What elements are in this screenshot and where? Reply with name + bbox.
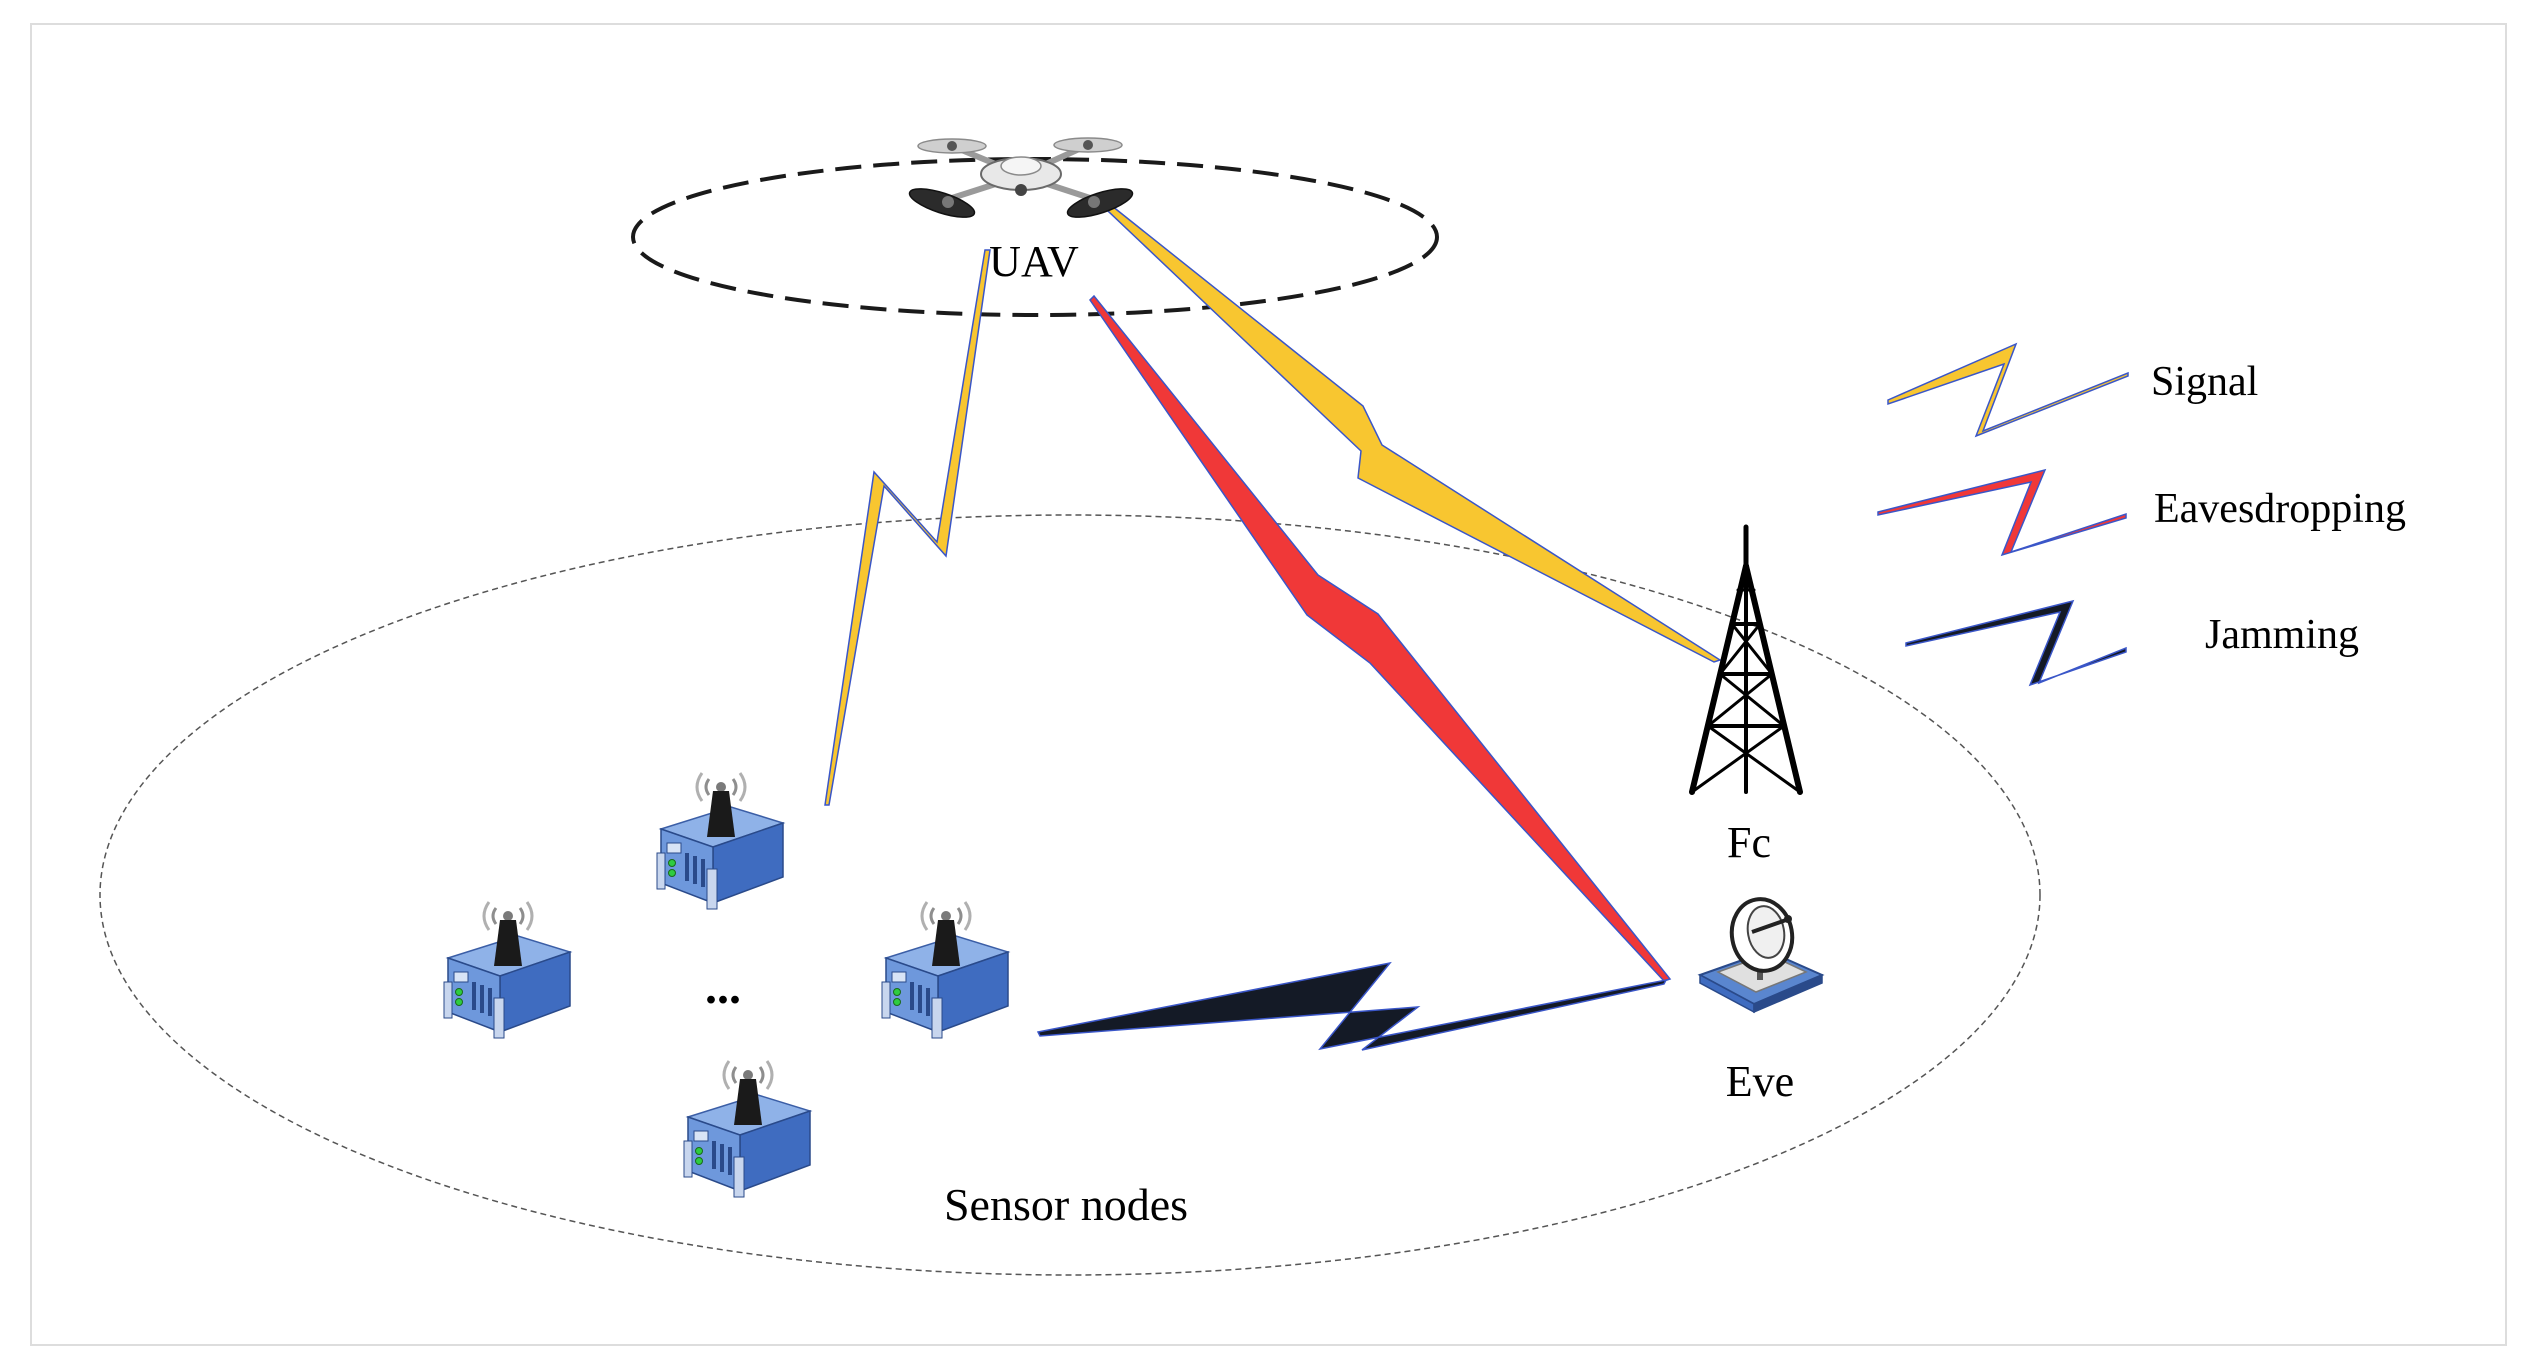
sensor-nodes-label: Sensor nodes — [944, 1179, 1188, 1230]
uav-label: UAV — [989, 237, 1079, 286]
figure-frame — [30, 23, 2507, 1346]
fc-label: Fc — [1727, 818, 1771, 867]
ground-area-ellipse — [99, 514, 2041, 1276]
radio-tower-icon — [1689, 524, 1803, 795]
legend-signal-bolt — [1887, 342, 2129, 438]
drone-icon — [908, 137, 1134, 218]
legend-eavesdropping-label: Eavesdropping — [2154, 486, 2406, 532]
signal-link-uav-sensor — [824, 249, 991, 806]
legend-jamming-label: Jamming — [2205, 612, 2359, 658]
legend-jamming-bolt — [1905, 599, 2127, 687]
legend-eavesdropping-bolt — [1877, 468, 2127, 557]
satellite-dish-icon — [1697, 897, 1825, 1014]
more-sensors-ellipsis: ... — [705, 961, 741, 1014]
signal-link-uav-fc — [1106, 204, 1722, 663]
jamming-link-sensor-eve — [1036, 961, 1668, 1051]
legend-signal-label: Signal — [2151, 359, 2258, 405]
eve-label: Eve — [1726, 1057, 1794, 1106]
